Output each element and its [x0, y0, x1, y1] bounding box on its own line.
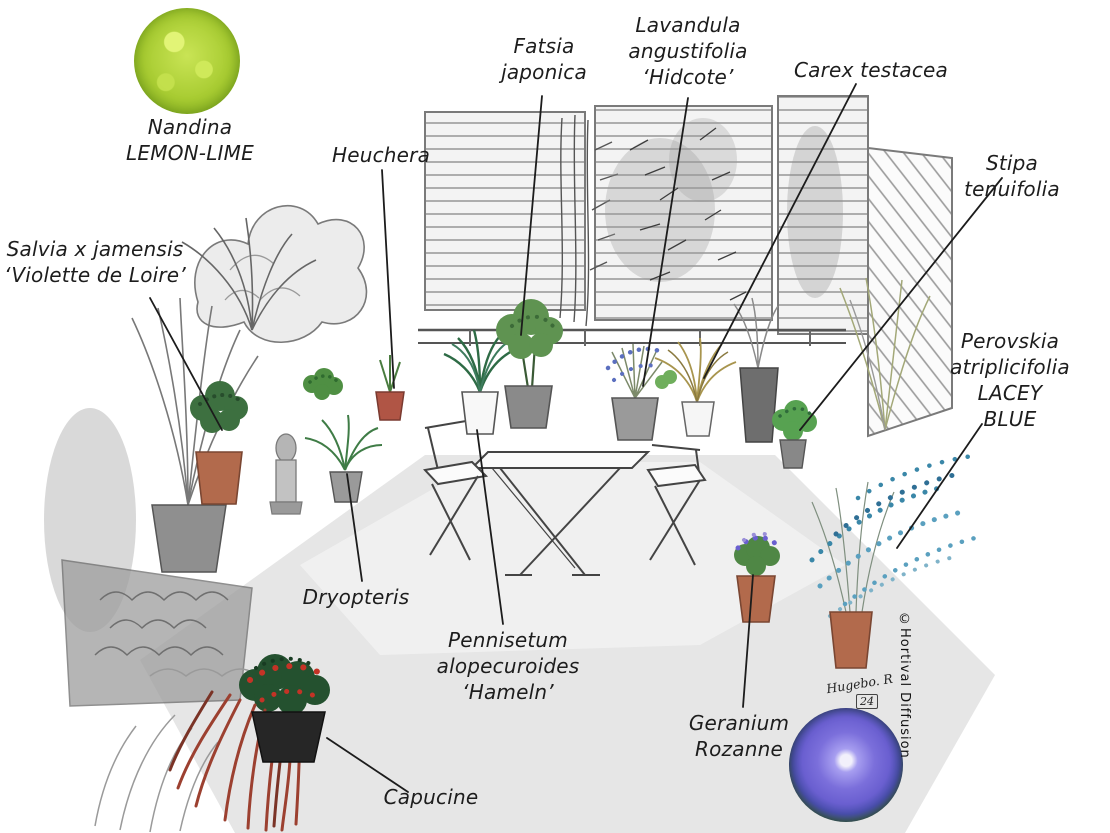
dryopteris-plant: [304, 414, 383, 503]
label-nandina: Nandina LEMON-LIME: [126, 115, 254, 165]
fatsia-plant: [496, 299, 563, 429]
credit-text: ©Hortival Diffusion: [897, 612, 912, 759]
leader-dryopteris: [346, 473, 363, 582]
red-pot-plant: [375, 355, 405, 421]
pennisetum-agave-plant: [443, 329, 515, 435]
label-fatsia: Fatsia japonica: [501, 34, 587, 84]
label-heuchera: Heuchera: [331, 143, 431, 167]
label-geranium: Geranium Rozanne: [688, 711, 790, 761]
background-scribbles: [131, 114, 931, 506]
leader-lines: [149, 83, 1003, 793]
leader-lavandula: [642, 97, 689, 387]
geranium-plant: [734, 531, 780, 623]
leader-capucine: [326, 737, 409, 793]
signature-year: 24: [856, 694, 878, 709]
leader-perovskia: [896, 423, 983, 549]
label-dryopteris: Dryopteris: [302, 585, 410, 609]
leader-geranium: [742, 574, 754, 708]
lavandula-plant: [605, 343, 677, 441]
carex-plant: [654, 337, 737, 437]
label-pennisetum: Pennisetum alopecuroides ‘Hameln’: [436, 628, 580, 704]
bistro-set: [423, 419, 707, 576]
leader-stipa: [799, 177, 1003, 431]
tall-grey-pot: [733, 297, 779, 443]
label-stipa: Stipa tenuifolia: [964, 151, 1060, 201]
label-carex: Carex testacea: [794, 58, 948, 82]
label-perovskia: Perovskia atriplicifolia LACEY BLUE: [950, 329, 1070, 431]
heuchera-plant: [303, 368, 343, 400]
capucine-plant: [168, 654, 330, 832]
geranium-photo: [789, 708, 903, 822]
nandina-photo: [134, 8, 240, 114]
leader-salvia: [149, 297, 223, 431]
label-lavandula: Lavandula angustifolia ‘Hidcote’: [628, 13, 748, 89]
leader-fatsia: [520, 95, 543, 336]
label-salvia: Salvia x jamensis ‘Violette de Loire’: [4, 237, 186, 287]
salvia-plant: [190, 381, 248, 505]
stipa-plant: [772, 400, 817, 469]
leader-heuchera: [381, 169, 395, 389]
leader-carex: [703, 83, 857, 379]
chair-left: [423, 419, 489, 561]
leader-pennisetum: [476, 429, 504, 625]
chair-right: [646, 444, 707, 566]
label-capucine: Capucine: [383, 785, 479, 809]
garden-ornament: [269, 433, 303, 515]
perovskia-plant: [809, 453, 978, 669]
